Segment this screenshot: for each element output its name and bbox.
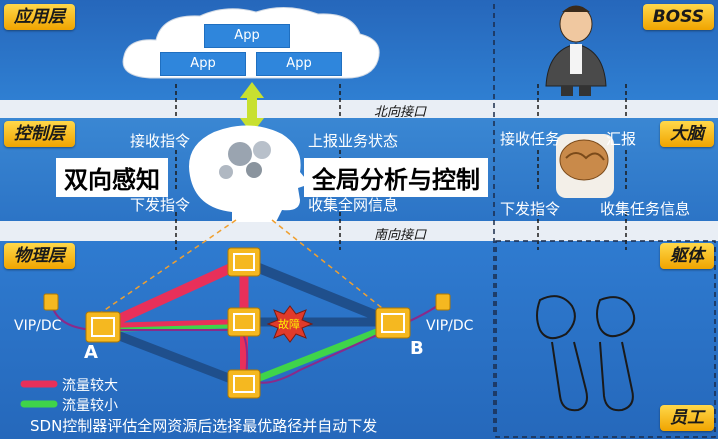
node-b-label: B — [410, 338, 424, 359]
connector-lines — [175, 84, 627, 250]
switch-center-icon — [227, 307, 261, 337]
report-label: 汇报 — [606, 130, 637, 148]
global-analysis-box: 全局分析与控制 — [304, 158, 488, 197]
south-interface-label: 南向接口 — [374, 228, 427, 243]
legend-high-label: 流量较大 — [62, 378, 118, 394]
switch-a-icon — [85, 311, 121, 343]
legend-low-label: 流量较小 — [62, 398, 118, 414]
app-layer-tag: 应用层 — [4, 4, 75, 30]
collect-info-label: 收集全网信息 — [308, 196, 399, 214]
vip-dc-right-label: VIP/DC — [426, 318, 474, 334]
vip-dc-left-label: VIP/DC — [14, 318, 62, 334]
switch-top-icon — [227, 247, 261, 277]
report-status-label: 上报业务状态 — [308, 132, 399, 150]
boss-tag: BOSS — [642, 4, 714, 30]
fault-label: 故障 — [278, 318, 300, 331]
app-box-top: App — [204, 24, 290, 48]
brain-send-command-label: 下发指令 — [500, 200, 561, 218]
brain-icon — [556, 134, 614, 198]
collect-task-info-label: 收集任务信息 — [600, 200, 691, 218]
node-a-label: A — [84, 342, 98, 363]
switch-bottom-icon — [227, 369, 261, 399]
hands-feet-icon — [536, 295, 636, 412]
control-layer-tag: 控制层 — [4, 121, 75, 147]
staff-tag: 员工 — [660, 405, 714, 431]
receive-command-label: 接收指令 — [130, 132, 191, 150]
app-box-left: App — [160, 52, 246, 76]
bidirectional-sense-box: 双向感知 — [56, 158, 168, 197]
fault-burst-icon — [266, 305, 314, 343]
switch-nodes — [43, 247, 451, 399]
caption: SDN控制器评估全网资源后选择最优路径并自动下发 — [30, 417, 378, 435]
receive-task-label: 接收任务 — [500, 130, 561, 148]
staff-region-box — [495, 240, 716, 438]
vip-server-right-icon — [435, 293, 451, 311]
brain-tag: 大脑 — [660, 121, 714, 147]
app-box-right: App — [256, 52, 342, 76]
north-interface-label: 北向接口 — [374, 105, 427, 120]
vip-server-left-icon — [43, 293, 59, 311]
send-command-label: 下发指令 — [130, 196, 191, 214]
head-silhouette-icon — [189, 125, 310, 222]
body-tag: 躯体 — [660, 243, 714, 269]
switch-b-icon — [375, 307, 411, 339]
boss-figure-icon — [545, 5, 607, 96]
physical-layer-tag: 物理层 — [4, 243, 75, 269]
projection-lines — [95, 219, 393, 317]
